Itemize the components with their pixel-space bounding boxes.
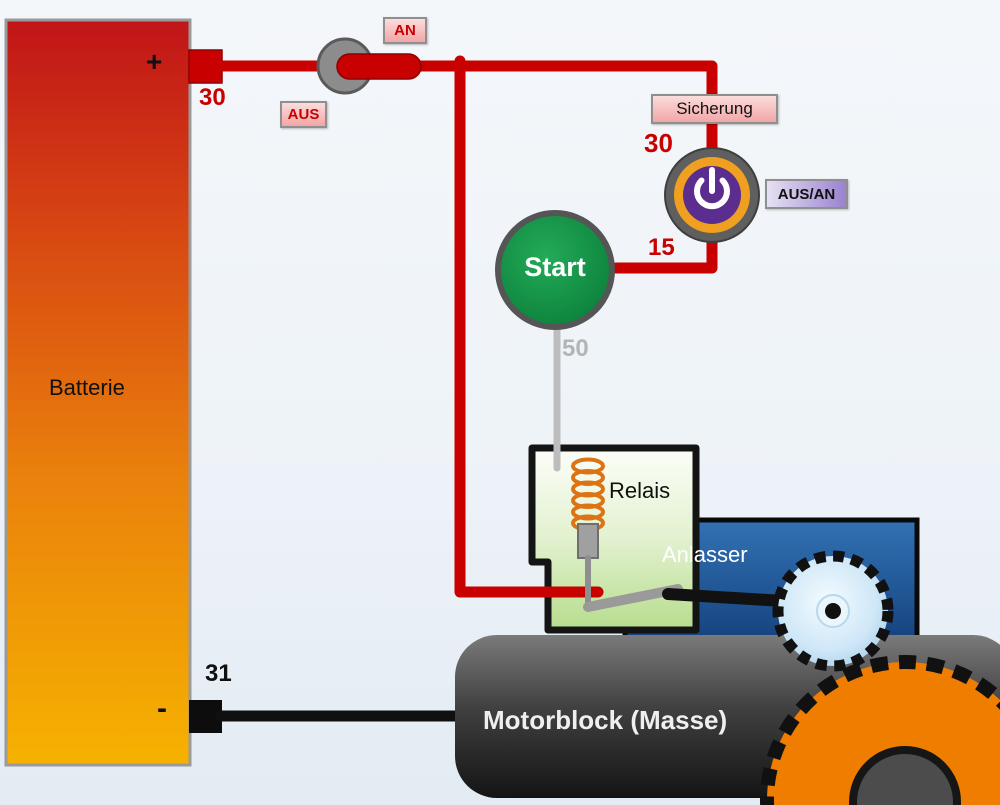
relay-plunger — [577, 523, 806, 612]
battery-label: Batterie — [49, 375, 125, 400]
ignition-label: AUS/AN — [777, 185, 836, 203]
main-switch[interactable] — [316, 37, 422, 95]
relay-label: Relais — [609, 478, 671, 503]
fuse-label: Sicherung — [676, 99, 753, 118]
terminal-50-label: 50 — [562, 335, 589, 362]
flywheel-gear — [760, 655, 1000, 805]
switch-aus-label: AUS — [287, 106, 320, 123]
pinion-shaft — [662, 588, 806, 608]
terminal-30-label: 30 — [199, 84, 226, 111]
relay-coil — [571, 457, 605, 532]
switch-aus-tag: AUS — [280, 101, 327, 128]
ignition-power-button[interactable] — [664, 147, 760, 243]
engine-block-label: Motorblock (Masse) — [483, 705, 728, 735]
switch-an-label: AN — [394, 22, 416, 39]
power-icon — [694, 167, 730, 210]
start-button-label[interactable]: Start — [524, 252, 586, 282]
starter-label: Anlasser — [662, 542, 748, 567]
pinion-gear — [772, 550, 894, 672]
terminal-31-label: 31 — [205, 660, 232, 687]
battery-plus-symbol: + — [146, 46, 163, 77]
wire-30-branch — [454, 55, 604, 598]
wire-15 — [610, 232, 718, 274]
fuse-tag: Sicherung — [651, 94, 778, 124]
fuse-terminal-30-label: 30 — [644, 128, 673, 158]
relay-box — [528, 444, 700, 634]
battery-minus-symbol: - — [157, 692, 167, 725]
ignition-tag: AUS/AN — [765, 179, 848, 209]
terminal-15-label: 15 — [648, 234, 675, 261]
switch-lever[interactable] — [336, 53, 422, 80]
switch-an-tag: AN — [383, 17, 427, 44]
start-button[interactable] — [495, 210, 615, 330]
